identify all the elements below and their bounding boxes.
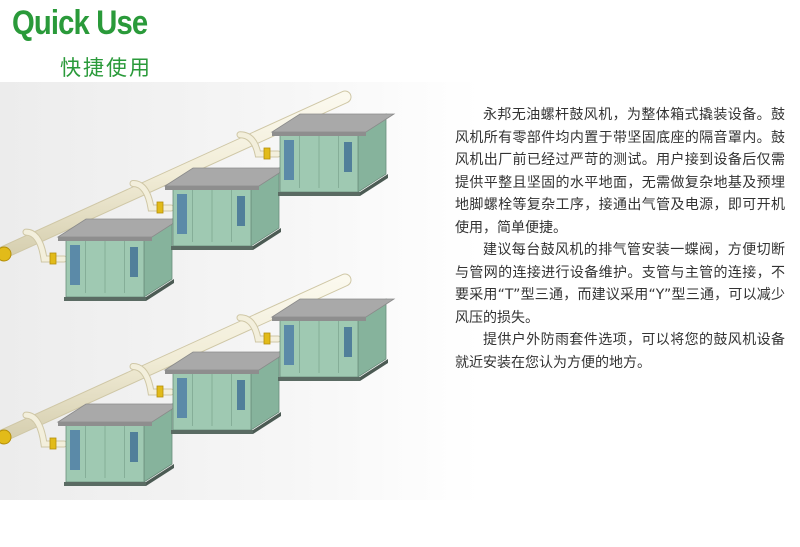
vent-icon — [344, 327, 352, 357]
page-subtitle: 快捷使用 — [60, 56, 152, 80]
blower-unit — [270, 298, 396, 381]
vent-icon — [177, 378, 187, 418]
valve-icon — [156, 201, 164, 214]
blower-unit — [163, 167, 289, 250]
vent-icon — [284, 325, 294, 365]
vent-icon — [130, 432, 138, 462]
vent-icon — [70, 245, 80, 285]
description-text: 永邦无油螺杆鼓风机，为整体箱式撬装设备。鼓风机所有零部件均内置于带坚固底座的隔音… — [455, 104, 785, 374]
blower-unit — [56, 403, 182, 486]
blower-unit — [56, 218, 182, 301]
valve-icon — [49, 252, 57, 265]
description-paragraph: 永邦无油螺杆鼓风机，为整体箱式撬装设备。鼓风机所有零部件均内置于带坚固底座的隔音… — [455, 107, 785, 236]
blower-unit — [163, 351, 289, 434]
branch-pipe — [130, 363, 174, 395]
valve-icon — [156, 385, 164, 398]
valve-icon — [0, 246, 12, 262]
main-pipe — [0, 274, 351, 443]
branch-pipe — [130, 180, 174, 211]
vent-icon — [237, 196, 245, 226]
vent-icon — [70, 430, 80, 470]
description-paragraph: 建议每台鼓风机的排气管安装一蝶阀，方便切断与管网的连接进行设备维护。支管与主管的… — [455, 242, 785, 326]
vent-icon — [284, 140, 294, 180]
vent-icon — [344, 142, 352, 172]
page-title: Quick Use — [12, 4, 148, 42]
blower-unit — [270, 113, 396, 196]
vent-icon — [130, 247, 138, 277]
valve-icon — [49, 437, 57, 450]
valve-icon — [263, 332, 271, 345]
valve-icon — [263, 147, 271, 160]
vent-icon — [237, 380, 245, 410]
blower-installation-illustration — [0, 90, 396, 486]
branch-pipe — [23, 412, 67, 447]
branch-pipe — [237, 315, 281, 342]
vent-icon — [177, 194, 187, 234]
description-paragraph: 提供户外防雨套件选项，可以将您的鼓风机设备就近安装在您认为方便的地方。 — [455, 332, 785, 371]
branch-pipe — [23, 229, 67, 262]
valve-icon — [0, 429, 12, 445]
branch-pipe — [237, 132, 281, 157]
